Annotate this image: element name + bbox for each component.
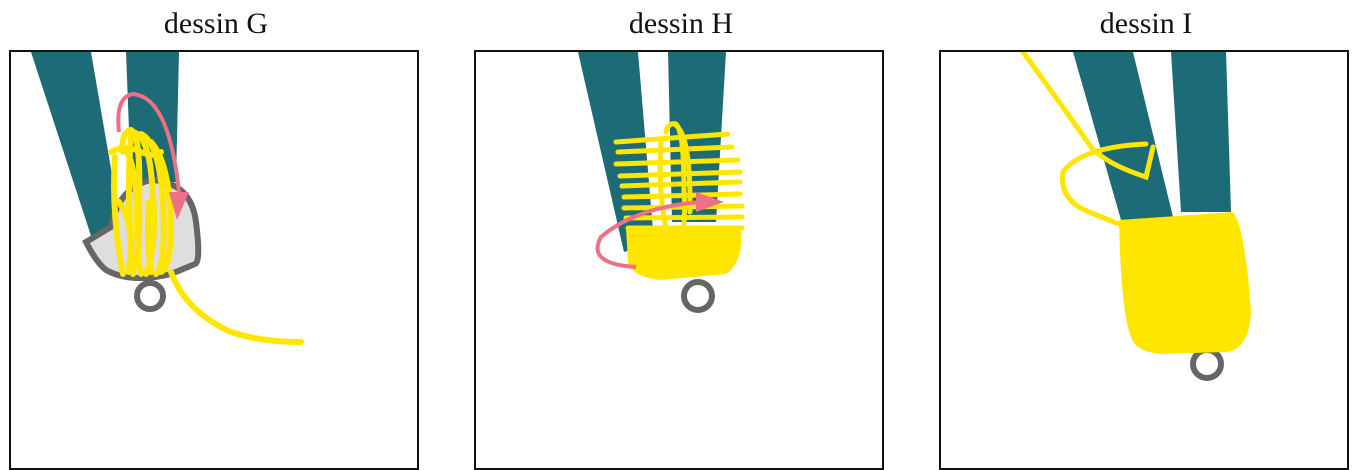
illustration-g (31, 52, 304, 345)
leg-left (1073, 52, 1173, 220)
illustration-frame (474, 50, 884, 470)
panel-dessin-i: dessin I (939, 0, 1353, 470)
illustration-i (1020, 52, 1251, 381)
thread-tail (1020, 52, 1156, 227)
wrapped-block (626, 227, 742, 280)
ring (134, 280, 166, 312)
direction-arrow (116, 91, 189, 220)
panel-dessin-h: dessin H (474, 0, 888, 470)
panel-dessin-g: dessin G (9, 0, 423, 470)
leg-left (31, 52, 121, 242)
ring (681, 279, 715, 313)
panel-title: dessin G (163, 7, 269, 40)
leg-right (1171, 52, 1231, 212)
thread-loops (108, 126, 304, 345)
direction-arrow (595, 192, 724, 269)
illustration-frame (9, 50, 419, 470)
panel-title: dessin H (628, 7, 734, 40)
illustration-h (578, 52, 745, 313)
thread-wraps (613, 121, 745, 235)
illustration-frame (939, 50, 1349, 470)
ring (1190, 347, 1224, 381)
panel-title: dessin I (1099, 7, 1193, 40)
wrapped-block (1119, 212, 1251, 354)
